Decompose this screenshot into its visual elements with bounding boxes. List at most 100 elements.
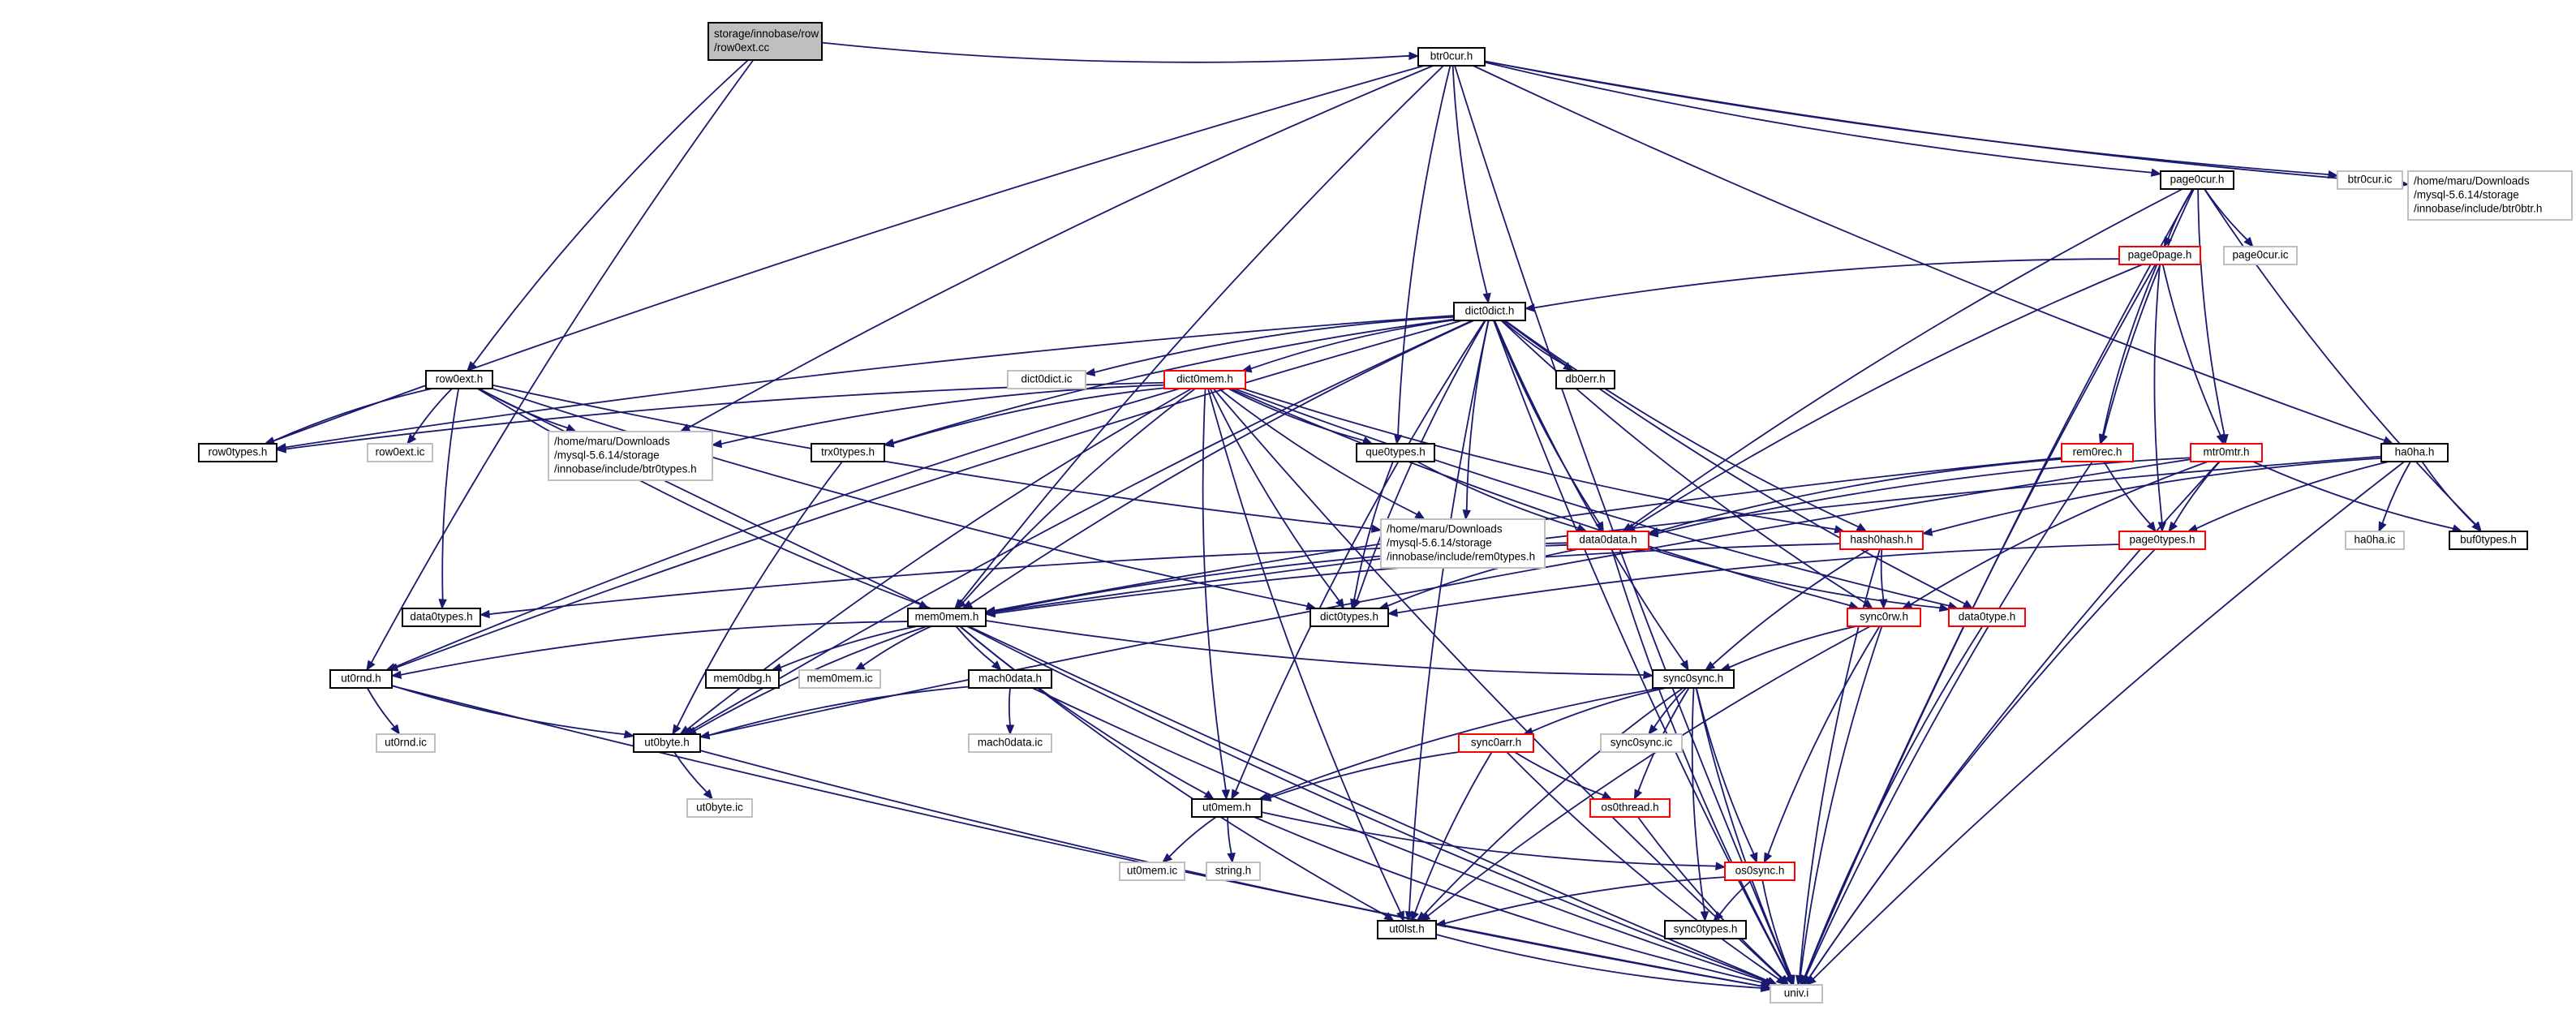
node-ut0byte-ic[interactable]: ut0byte.ic [686,798,753,818]
node-rem0types-h[interactable]: /home/maru/Downloads/mysql-5.6.14/storag… [1380,518,1546,569]
node-ut0mem-ic[interactable]: ut0mem.ic [1119,862,1185,881]
node-btr0cur-ic[interactable]: btr0cur.ic [2337,170,2403,190]
edge-arrowhead [854,661,866,671]
edge-dict0dict_h-to-ut0lst_h [1404,320,1490,922]
node-label: ut0lst.h [1389,923,1425,935]
node-data0data-h[interactable]: data0data.h [1567,531,1649,550]
edge-line [391,685,626,736]
edge-arrowhead [1335,598,1345,610]
node-dict0dict-ic[interactable]: dict0dict.ic [1007,370,1086,389]
node-dict0mem-h[interactable]: dict0mem.h [1163,370,1246,389]
node-que0types-h[interactable]: que0types.h [1356,443,1435,462]
node-page0cur-ic[interactable]: page0cur.ic [2223,246,2298,265]
edge-line [720,384,1165,445]
node-buf0types-h[interactable]: buf0types.h [2449,531,2528,550]
edge-page0page_h-to-rem0rec_h [2098,264,2158,445]
edge-dict0mem_h-to-trx0types_h [883,387,1165,448]
node-os0sync-h[interactable]: os0sync.h [1724,862,1795,881]
node-label: dict0dict.h [1465,305,1515,317]
edge-arrowhead [1231,789,1240,801]
edge-line [478,388,1770,982]
edge-arrowhead [679,725,690,735]
edge-line [1761,879,1792,977]
edge-line [2195,461,2389,530]
node-box [2118,531,2206,550]
node-box [1458,733,1534,753]
node-dict0dict-h[interactable]: dict0dict.h [1453,302,1526,321]
edge-ut0lst_h-to-univ_i [1435,934,1772,993]
node-ut0byte-h[interactable]: ut0byte.h [633,733,701,753]
edge-arrowhead [1763,852,1773,864]
edge-line [1408,320,1490,913]
node-label: sync0sync.ic [1611,737,1673,749]
node-sync0rw-h[interactable]: sync0rw.h [1847,608,1921,627]
node-ha0ha-ic[interactable]: ha0ha.ic [2345,531,2405,550]
edge-arrowhead [1203,790,1215,800]
node-btr0btr-h[interactable]: /home/maru/Downloads/mysql-5.6.14/storag… [2407,170,2573,221]
edge-line [1493,320,1790,978]
node-ha0ha-h[interactable]: ha0ha.h [2380,443,2449,462]
node-mtr0mtr-h[interactable]: mtr0mtr.h [2190,443,2263,462]
node-univ-i[interactable]: univ.i [1770,984,1823,1004]
node-data0types-h[interactable]: data0types.h [402,608,481,627]
node-box [1191,798,1262,818]
node-btr0cur-h[interactable]: btr0cur.h [1417,47,1486,67]
node-label: mtr0mtr.h [2203,446,2249,458]
edge-arrowhead [1643,670,1654,680]
edge-line [688,65,1434,428]
node-os0thread-h[interactable]: os0thread.h [1589,798,1671,818]
node-row0ext-ic[interactable]: row0ext.ic [367,443,433,462]
edge-line [1729,625,1857,668]
edge-ut0mem_h-to-univ_i [1254,816,1772,986]
edge-arrowhead [2378,521,2387,533]
node-box [1600,733,1683,753]
node-trx0types-h[interactable]: trx0types.h [811,443,885,462]
edge-line [1233,388,1950,607]
node-page0cur-h[interactable]: page0cur.h [2160,170,2234,190]
edge-arrowhead [479,609,490,619]
node-hash0hash-h[interactable]: hash0hash.h [1839,531,1924,550]
node-label: ha0ha.ic [2354,534,2395,546]
node-rem0rec-h[interactable]: rem0rec.h [2061,443,2134,462]
node-label: sync0rw.h [1860,611,1908,623]
node-mem0mem-h[interactable]: mem0mem.h [907,608,987,627]
node-mem0mem-ic[interactable]: mem0mem.ic [798,669,881,689]
edge-arrowhead [711,439,723,449]
node-page0page-h[interactable]: page0page.h [2118,246,2201,265]
node-btr0types-h[interactable]: /home/maru/Downloads/mysql-5.6.14/storag… [548,431,713,481]
node-ut0rnd-ic[interactable]: ut0rnd.ic [376,733,436,753]
edge-line [2204,188,2476,526]
edge-mach0data_h-to-ut0byte_h [699,686,970,740]
node-ut0lst-h[interactable]: ut0lst.h [1377,920,1437,939]
node-dict0types-h[interactable]: dict0types.h [1310,608,1389,627]
node-ut0mem-h[interactable]: ut0mem.h [1191,798,1262,818]
node-row0types-h[interactable]: row0types.h [198,443,277,462]
node-mach0data-ic[interactable]: mach0data.ic [968,733,1052,753]
edge-line [892,318,1455,444]
edge-line [1657,457,2191,535]
node-box [1724,862,1795,881]
node-ut0rnd-h[interactable]: ut0rnd.h [329,669,393,689]
node-data0type-h[interactable]: data0type.h [1948,608,2026,627]
node-mem0dbg-h[interactable]: mem0dbg.h [705,669,780,689]
node-row0ext-h[interactable]: row0ext.h [425,370,493,389]
edge-line [1637,816,1783,979]
edge-arrowhead [703,789,713,801]
edge-line [1503,320,1966,605]
node-sync0sync-ic[interactable]: sync0sync.ic [1600,733,1683,753]
node-sync0sync-h[interactable]: sync0sync.h [1652,669,1735,689]
edge-sync0rw_h-to-sync0sync_h [1719,625,1857,672]
node-label: page0cur.h [2170,174,2225,186]
node-label: row0ext.ic [376,446,425,458]
node-label: /row0ext.cc [714,41,770,54]
node-sync0arr-h[interactable]: sync0arr.h [1458,733,1534,753]
node-mach0data-h[interactable]: mach0data.h [968,669,1052,689]
node-db0err-h[interactable]: db0err.h [1555,370,1615,389]
edge-ha0ha_h-to-buf0types_h [2421,461,2482,533]
node-string-h[interactable]: string.h [1206,862,1261,881]
edge-dict0dict_h-to-sync0sync_h [1494,320,1689,672]
node-box [1377,920,1437,939]
edge-line [1804,188,2194,978]
node-page0types-h[interactable]: page0types.h [2118,531,2206,550]
node-sync0types-h[interactable]: sync0types.h [1664,920,1747,939]
